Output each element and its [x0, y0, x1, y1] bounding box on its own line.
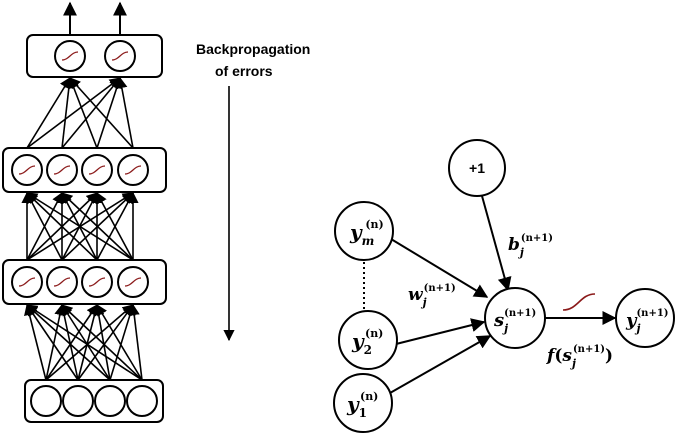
input-node-ym-label: ym(n) — [349, 218, 384, 248]
connection-input-0-to-hidden-1-2 — [45, 304, 98, 381]
connection-hidden-1-3-to-hidden-2-0 — [26, 192, 134, 261]
weight-label: wj(n+1) — [408, 283, 456, 309]
backprop-caption-line1: Backpropagation — [196, 41, 310, 57]
bias-node — [448, 139, 506, 197]
connection-input-2-to-hidden-1-1 — [61, 304, 111, 381]
connection-input-2-to-hidden-1-2 — [93, 303, 111, 381]
connection-input-0-to-hidden-1-0 — [24, 303, 47, 381]
connection-hidden-1-3-to-hidden-2-2 — [96, 192, 134, 261]
input-node-y2-label: y2(n) — [351, 327, 383, 357]
sigmoid-icon — [61, 51, 79, 61]
sigmoid-icon — [53, 277, 71, 287]
connection-input-2-to-hidden-1-0 — [26, 304, 111, 381]
sigmoid-icon — [124, 277, 142, 287]
connection-hidden-2-0-to-output-1 — [26, 77, 121, 149]
connection-hidden-1-3-to-hidden-2-1 — [61, 192, 134, 261]
activation-label: f(sj(n+1)) — [546, 344, 613, 370]
input-node-0 — [30, 385, 62, 417]
sigmoid-icon — [18, 165, 36, 175]
network-output-arrows — [63, 1, 127, 35]
connection-hidden-2-1-to-output-0 — [61, 76, 75, 149]
output-node-label: yj(n+1) — [625, 308, 669, 335]
output-node — [615, 288, 675, 348]
backprop-caption-line2: of errors — [215, 63, 273, 79]
connection-input-3-to-hidden-1-1 — [61, 304, 143, 381]
sum-node — [484, 287, 546, 349]
connection-input-0-to-hidden-1-1 — [45, 303, 66, 381]
connection-input-3-to-hidden-1-2 — [96, 304, 143, 381]
connection-input-1-to-hidden-1-1 — [58, 303, 79, 381]
connection-hidden-2-0-to-output-0 — [26, 77, 71, 149]
input-node-3 — [126, 385, 158, 417]
input-node-y1 — [333, 373, 393, 433]
input-node-1 — [62, 385, 94, 417]
connection-input-1-to-hidden-1-2 — [77, 303, 100, 381]
bias-node-label: +1 — [469, 160, 485, 176]
edge-y2-to-sum — [395, 318, 486, 345]
network-nodes — [11, 40, 158, 417]
activation-curve-icon — [562, 293, 596, 311]
connection-hidden-1-1-to-hidden-2-0 — [26, 192, 63, 261]
network-connections — [21, 76, 143, 381]
sigmoid-icon — [53, 165, 71, 175]
edge-ym-to-sum — [390, 238, 489, 298]
input-node-2 — [94, 385, 126, 417]
connection-input-1-to-hidden-1-0 — [26, 304, 79, 381]
input-node-y1-label: y1(n) — [346, 390, 378, 420]
sigmoid-icon — [111, 51, 129, 61]
bias-label: bj(n+1) — [508, 233, 553, 259]
edge-y1-to-sum — [389, 335, 492, 394]
edge-bias-to-sum — [481, 195, 512, 292]
connection-hidden-2-3-to-output-0 — [69, 77, 134, 149]
connection-hidden-2-2-to-output-0 — [68, 76, 98, 149]
sigmoid-icon — [88, 165, 106, 175]
connection-input-3-to-hidden-1-3 — [128, 303, 143, 381]
connection-input-0-to-hidden-1-3 — [45, 304, 134, 381]
input-node-y2 — [338, 310, 398, 370]
connection-hidden-1-2-to-hidden-2-0 — [26, 192, 98, 261]
sigmoid-icon — [124, 165, 142, 175]
sum-node-label: sj(n+1) — [493, 308, 536, 335]
connection-input-3-to-hidden-1-0 — [26, 304, 143, 381]
connection-hidden-2-3-to-output-1 — [116, 76, 134, 149]
connection-hidden-2-2-to-output-1 — [96, 76, 123, 149]
neuron-edges — [389, 195, 617, 394]
connection-input-1-to-hidden-1-3 — [77, 304, 134, 381]
output-layer-box — [26, 34, 163, 78]
sigmoid-icon — [18, 277, 36, 287]
input-node-ym — [334, 201, 394, 261]
connection-hidden-2-1-to-output-1 — [61, 77, 121, 149]
sigmoid-icon — [88, 277, 106, 287]
connection-input-2-to-hidden-1-3 — [109, 303, 136, 381]
